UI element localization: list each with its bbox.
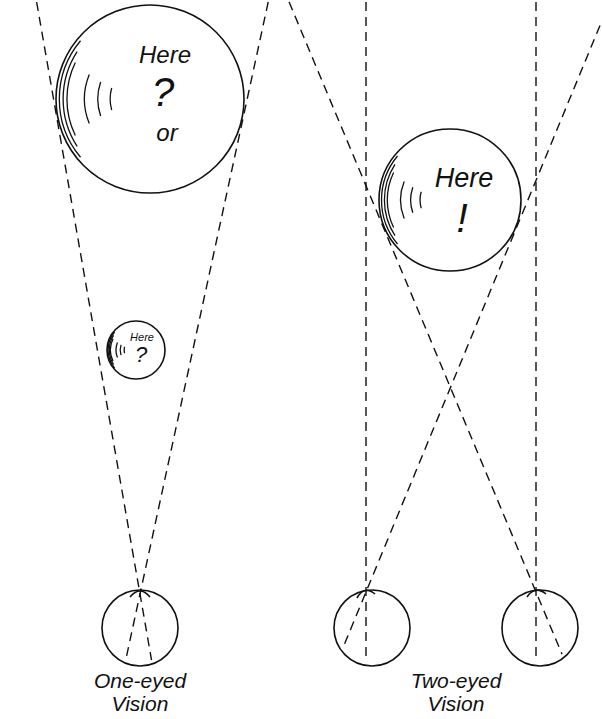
shading-arc (116, 343, 117, 358)
circle-outline (55, 4, 245, 194)
sight-line (535, 2, 536, 662)
sight-line (343, 25, 600, 647)
eyeball (102, 590, 178, 666)
shading-arc (98, 82, 101, 116)
eyes (102, 590, 578, 666)
caption-label: Two-eyed Vision (391, 669, 521, 715)
eyeball (334, 590, 410, 666)
node-text: Here (130, 331, 154, 343)
shading-arc (67, 63, 75, 136)
caption-label: One-eyed Vision (75, 669, 205, 715)
shading-arc (85, 74, 90, 123)
shading-arc (120, 345, 122, 355)
node-text: ? (135, 343, 147, 367)
circle-node: Here! (378, 128, 522, 272)
corneas (130, 590, 546, 598)
shading-arc (110, 88, 112, 110)
shading-arc (108, 332, 115, 368)
node-text: or (156, 120, 177, 146)
shading-arc (123, 347, 125, 354)
circle-node: Here? (106, 320, 166, 380)
node-text: Here (435, 164, 494, 194)
circle-node: Here? or (55, 4, 245, 194)
shading-arc (109, 335, 113, 364)
shading-arc (63, 52, 77, 147)
circle-border (107, 321, 165, 379)
shading-arc (387, 173, 393, 228)
shading-arc (420, 192, 421, 209)
sight-line (365, 2, 366, 662)
node-text: ? (152, 70, 174, 114)
node-text: Here (139, 42, 191, 68)
shading-arc (411, 187, 413, 213)
circle-outline (378, 128, 522, 272)
shading-arc (110, 339, 113, 361)
shading-arc (59, 41, 80, 158)
node-text: ! (456, 196, 467, 240)
circle-border (379, 129, 521, 271)
shading-arc (382, 156, 398, 244)
shading-arc (401, 181, 405, 218)
sight-line (289, 2, 562, 654)
shading-arc (384, 164, 395, 235)
sight-lines (37, 2, 600, 662)
circle-border (56, 5, 244, 193)
